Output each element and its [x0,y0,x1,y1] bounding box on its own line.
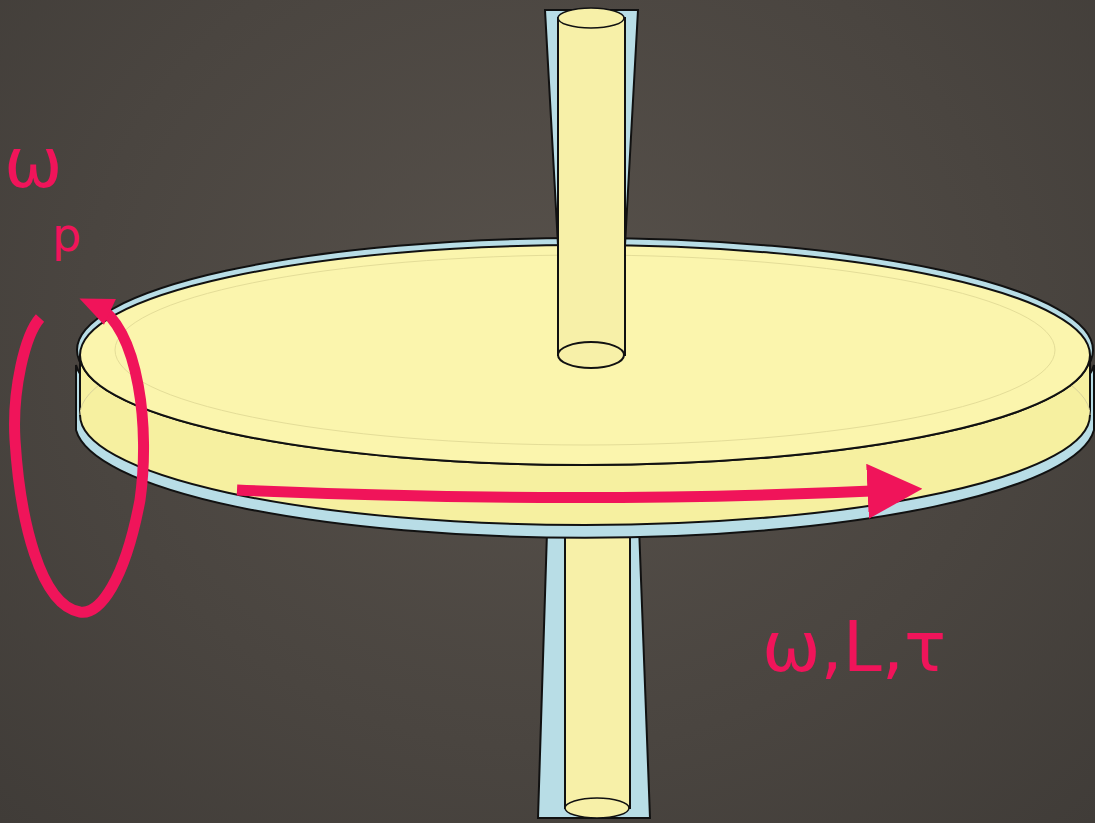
axle-end [565,798,629,818]
upper-axle [558,18,625,355]
precession-loop [15,305,144,612]
precession-arrowhead [79,287,122,330]
axle-shadow [538,500,650,818]
omega-symbol: ω [4,128,63,198]
axle-end [558,8,624,28]
lower-axle [565,500,630,808]
spin-arrow [237,490,895,498]
spin-label: ω,L,τ [762,612,946,682]
axle-end [558,342,624,368]
precession-subscript: p [52,212,81,258]
